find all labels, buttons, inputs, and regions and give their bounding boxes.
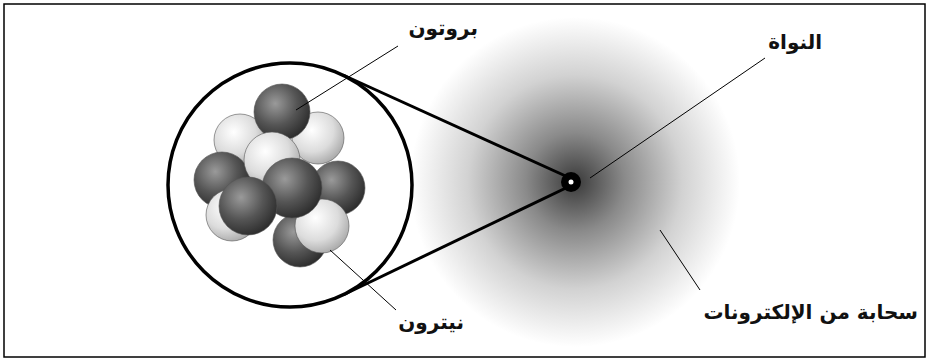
- electron-cloud: [410, 17, 740, 347]
- nucleus-center: [569, 180, 574, 185]
- frame: [4, 4, 925, 357]
- part-label: نيترون: [398, 310, 464, 334]
- part-label: سحابة من الإلكترونات: [703, 300, 918, 324]
- part-label: النواة: [768, 30, 822, 54]
- leader-lines: [296, 46, 765, 310]
- magnified-nucleus: [168, 63, 412, 307]
- nucleon-cluster: [194, 84, 365, 267]
- nucleus-dot: [561, 172, 581, 192]
- part-label: بروتون: [408, 16, 478, 40]
